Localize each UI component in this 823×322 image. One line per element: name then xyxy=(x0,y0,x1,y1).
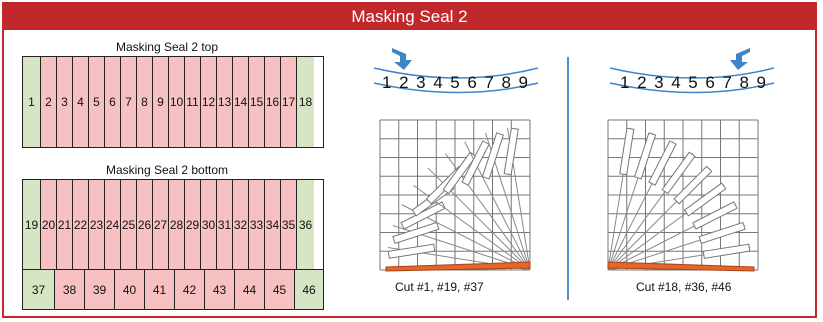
seal-segment-6: 6 xyxy=(105,57,121,147)
left-cut-grid xyxy=(379,119,531,272)
seal-segment-1: 1 xyxy=(23,57,41,147)
seal-piece xyxy=(661,151,696,195)
seal-segment-2: 2 xyxy=(41,57,57,147)
seal-segment-30: 30 xyxy=(201,180,217,269)
right-cut-grid xyxy=(607,119,759,272)
panel-divider xyxy=(567,57,569,300)
seal-segment-17: 17 xyxy=(281,57,297,147)
seal-piece xyxy=(702,243,751,259)
right-dial-arc-top xyxy=(609,67,775,79)
seal-piece xyxy=(461,140,490,186)
seal-segment-34: 34 xyxy=(265,180,281,269)
top-seal-label: Masking Seal 2 top xyxy=(115,40,219,54)
seal-segment-19: 19 xyxy=(23,180,41,269)
seal-segment-44: 44 xyxy=(235,270,265,309)
seal-segment-43: 43 xyxy=(205,270,235,309)
seal-segment-5: 5 xyxy=(89,57,105,147)
seal-segment-38: 38 xyxy=(55,270,85,309)
left-rotation-arrow-icon xyxy=(392,48,412,70)
seal-segment-12: 12 xyxy=(201,57,217,147)
right-dial: 123456789 xyxy=(609,48,775,94)
seal-segment-31: 31 xyxy=(217,180,233,269)
seal-segment-11: 11 xyxy=(185,57,201,147)
seal-piece xyxy=(634,132,657,180)
seal-piece xyxy=(619,127,635,176)
seal-segment-10: 10 xyxy=(169,57,185,147)
seal-segment-9: 9 xyxy=(153,57,169,147)
seal-segment-29: 29 xyxy=(185,180,201,269)
seal-segment-28: 28 xyxy=(169,180,185,269)
left-cut-caption: Cut #1, #19, #37 xyxy=(395,280,484,294)
seal-segment-25: 25 xyxy=(121,180,137,269)
cut-diagrams: 123456789 123456789 xyxy=(373,48,775,272)
seal-segment-35: 35 xyxy=(281,180,297,269)
seal-segment-24: 24 xyxy=(105,180,121,269)
right-dial-digits: 123456789 xyxy=(620,73,766,92)
seal-segment-3: 3 xyxy=(57,57,73,147)
seal-piece xyxy=(683,182,727,217)
right-rotation-arrow-icon xyxy=(730,48,750,70)
panel-title: Masking Seal 2 xyxy=(4,4,815,30)
seal-piece xyxy=(503,127,519,176)
seal-piece xyxy=(673,165,713,205)
seal-piece xyxy=(648,140,677,186)
seal-segment-4: 4 xyxy=(73,57,89,147)
seal-piece xyxy=(442,151,477,195)
seal-segment-15: 15 xyxy=(249,57,265,147)
left-dial-arc-top xyxy=(373,67,539,79)
left-dial: 123456789 xyxy=(373,48,539,94)
seal-segment-45: 45 xyxy=(265,270,295,309)
seal-segment-32: 32 xyxy=(233,180,249,269)
seal-piece xyxy=(387,243,436,259)
left-dial-arc-bottom xyxy=(373,82,539,94)
right-dial-arc-bottom xyxy=(609,82,775,94)
seal-segment-42: 42 xyxy=(175,270,205,309)
seal-segment-23: 23 xyxy=(89,180,105,269)
seal-segment-22: 22 xyxy=(73,180,89,269)
seal-segment-20: 20 xyxy=(41,180,57,269)
seal-segment-21: 21 xyxy=(57,180,73,269)
cut-piece-highlight xyxy=(385,261,531,272)
seal-segment-18: 18 xyxy=(297,57,314,147)
seal-segment-36: 36 xyxy=(297,180,314,269)
seal-piece xyxy=(481,132,504,180)
seal-segment-40: 40 xyxy=(115,270,145,309)
seal-segment-14: 14 xyxy=(233,57,249,147)
seal-piece xyxy=(692,201,738,230)
seal-piece xyxy=(392,221,440,244)
left-dial-digits: 123456789 xyxy=(382,73,528,92)
seal-segment-41: 41 xyxy=(145,270,175,309)
seal-segment-27: 27 xyxy=(153,180,169,269)
seal-segment-46: 46 xyxy=(295,270,323,309)
seal-segment-26: 26 xyxy=(137,180,153,269)
seal-segment-33: 33 xyxy=(249,180,265,269)
bottom-seal-label: Masking Seal 2 bottom xyxy=(105,163,229,177)
seal-segment-39: 39 xyxy=(85,270,115,309)
cut-piece-highlight xyxy=(607,261,755,272)
seal-segment-8: 8 xyxy=(137,57,153,147)
seal-segment-16: 16 xyxy=(265,57,281,147)
seal-piece xyxy=(698,221,746,244)
seal-segment-13: 13 xyxy=(217,57,233,147)
right-cut-caption: Cut #18, #36, #46 xyxy=(636,280,732,294)
seal-segment-7: 7 xyxy=(121,57,137,147)
seal-segment-37: 37 xyxy=(23,270,55,309)
